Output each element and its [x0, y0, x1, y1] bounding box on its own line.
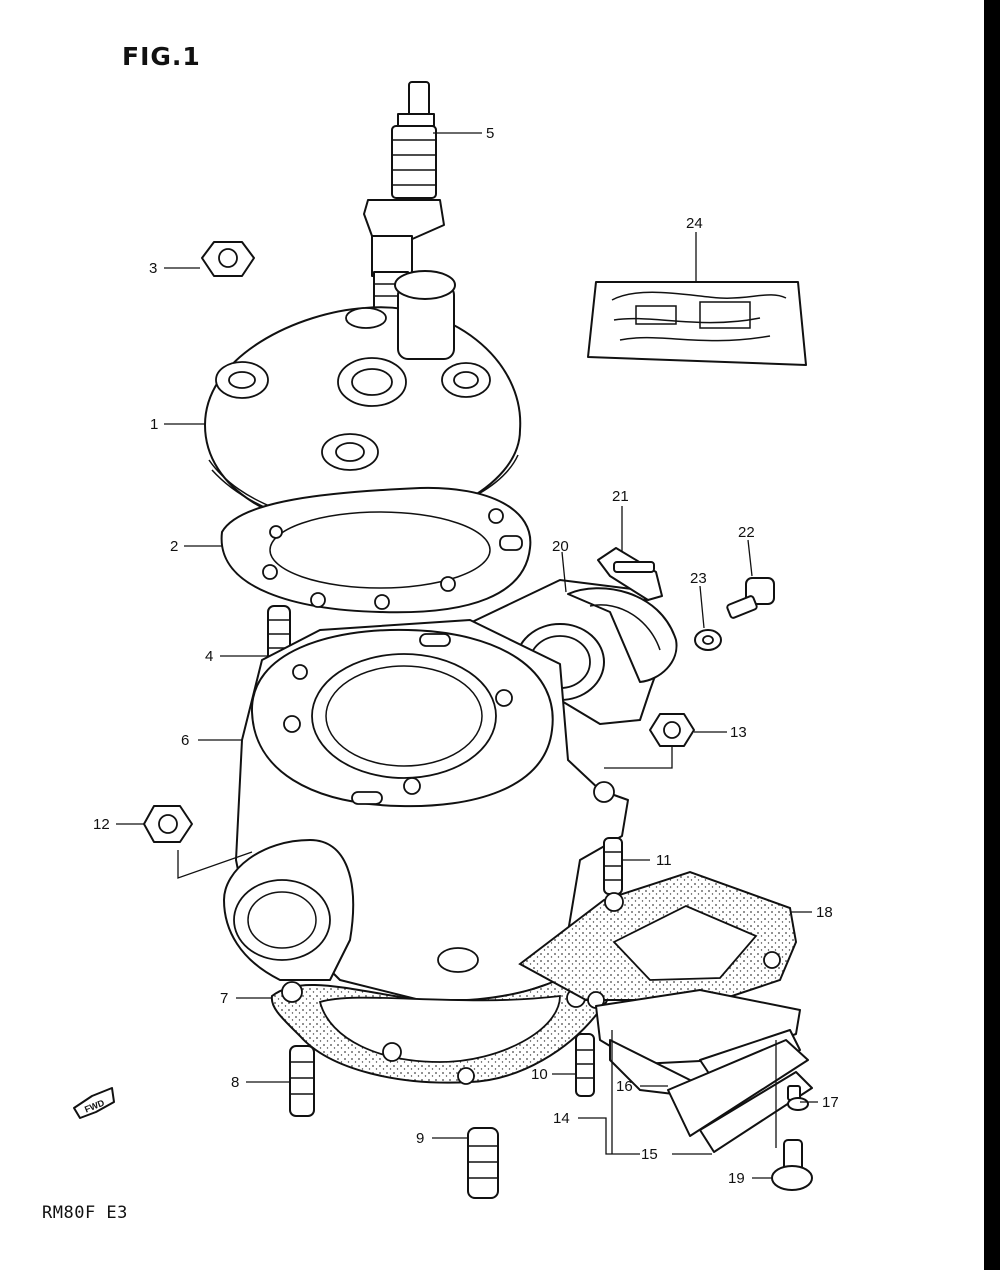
hose-clamp-part	[597, 547, 663, 601]
stud-bolt-part	[467, 1127, 499, 1199]
callout-18: 18	[816, 904, 833, 921]
stud-bolt-part	[603, 837, 623, 895]
callout-13: 13	[730, 724, 747, 741]
callout-4: 4	[205, 648, 213, 665]
head-gasket-part	[220, 486, 532, 614]
callout-labels: 5 24 3 1 2 21 22 20 23 4 6 13 12 11 18 7…	[93, 125, 839, 1187]
callout-24: 24	[686, 215, 703, 232]
callout-23: 23	[690, 570, 707, 587]
callout-22: 22	[738, 524, 755, 541]
callout-12: 12	[93, 816, 110, 833]
callout-1: 1	[150, 416, 158, 433]
callout-7: 7	[220, 990, 228, 1007]
callout-21: 21	[612, 488, 629, 505]
callout-11: 11	[656, 852, 672, 869]
callout-19: 19	[728, 1170, 745, 1187]
bolt-part	[771, 1139, 813, 1191]
flange-nut-part	[143, 805, 193, 843]
callout-8: 8	[231, 1074, 239, 1091]
callout-17: 17	[822, 1094, 839, 1111]
label-decal-part	[587, 281, 807, 366]
forward-arrow-icon: FWD	[73, 1087, 115, 1119]
stud-bolt-part	[575, 1033, 595, 1097]
lock-washer-part	[694, 629, 722, 651]
reed-gasket-part	[518, 870, 798, 1009]
model-code: RM80F E3	[42, 1203, 128, 1223]
screw-part	[787, 1085, 809, 1111]
flange-nut-part	[201, 241, 255, 277]
stud-bolt-part	[289, 1045, 315, 1117]
leader-lines	[116, 132, 818, 1179]
figure-title: FIG.1	[122, 42, 201, 71]
callout-10: 10	[531, 1066, 548, 1083]
callout-6: 6	[181, 732, 189, 749]
callout-3: 3	[149, 260, 157, 277]
callout-16: 16	[616, 1078, 633, 1095]
callout-9: 9	[416, 1130, 424, 1147]
flange-nut-part	[649, 713, 695, 747]
callout-20: 20	[552, 538, 569, 555]
scan-edge-strip	[984, 0, 1000, 1270]
intake-pipe-part	[471, 579, 678, 725]
cylinder-block-part	[223, 619, 629, 1001]
callout-5: 5	[486, 125, 494, 142]
base-gasket-part	[270, 956, 612, 1085]
callout-15: 15	[641, 1146, 658, 1163]
cylinder-head-part	[204, 270, 522, 531]
callout-2: 2	[170, 538, 178, 555]
callout-14: 14	[553, 1110, 570, 1127]
bolt-part	[726, 577, 775, 619]
reed-stopper-part	[667, 1039, 813, 1153]
